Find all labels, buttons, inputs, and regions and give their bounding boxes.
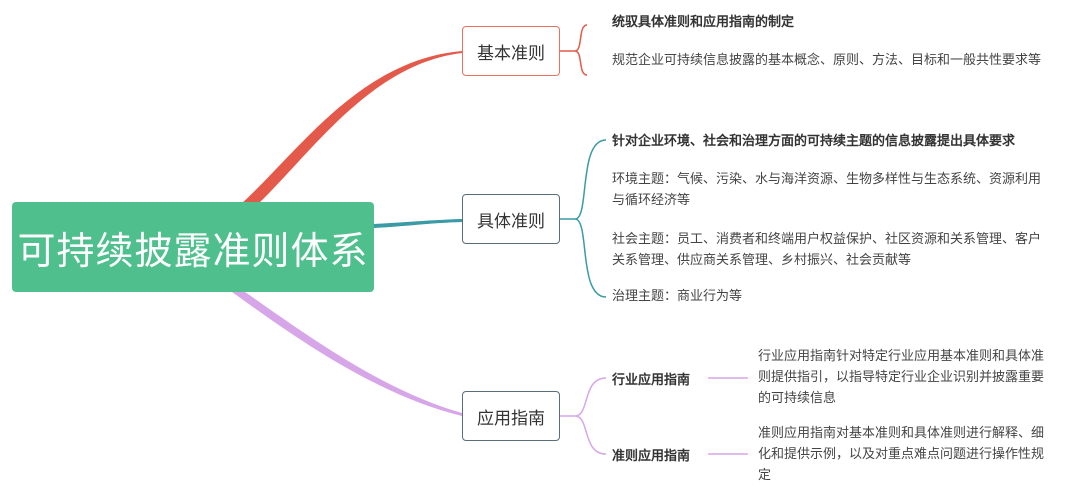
leaf-basic-summary: 统驭具体准则和应用指南的制定 [612, 15, 795, 30]
bracket-basic [574, 24, 588, 76]
bracket-guide [574, 377, 607, 455]
branch-label: 具体准则 [477, 211, 545, 232]
branch-specific-standard: 具体准则 [462, 194, 560, 244]
leaf-social-topic: 社会主题：员工、消费者和终端用户权益保护、社区资源和关系管理、客户关系管理、供应… [612, 232, 1042, 268]
leaf-environment-topic: 环境主题：气候、污染、水与海洋资源、生物多样性与生态系统、资源利用与循环经济等 [612, 172, 1042, 208]
leaf-governance-topic: 治理主题：商业行为等 [612, 289, 743, 304]
leaf-specific-summary: 针对企业环境、社会和治理方面的可持续主题的信息披露提出具体要求 [612, 134, 1016, 149]
connector-root-to-basic [240, 51, 462, 206]
branch-label: 应用指南 [477, 408, 545, 429]
desc-standard-guide: 准则应用指南对基本准则和具体准则进行解释、细化和提供示例，以及对重点难点问题进行… [758, 426, 1045, 483]
root-node: 可持续披露准则体系 [12, 202, 374, 292]
connector-root-to-specific [374, 219, 462, 228]
sub-standard-guide: 准则应用指南 [612, 449, 691, 464]
connector-root-to-guide [232, 292, 462, 416]
branch-label: 基本准则 [477, 43, 545, 64]
branch-application-guide: 应用指南 [462, 391, 560, 441]
sub-industry-guide: 行业应用指南 [612, 373, 691, 388]
branch-basic-standard: 基本准则 [462, 26, 560, 76]
bracket-specific [574, 139, 607, 298]
root-title: 可持续披露准则体系 [17, 228, 369, 273]
leaf-basic-detail: 规范企业可持续信息披露的基本概念、原则、方法、目标和一般共性要求等 [612, 53, 1042, 68]
desc-industry-guide: 行业应用指南针对特定行业应用基本准则和具体准则提供指引，以指导特定行业企业识别并… [758, 349, 1045, 406]
